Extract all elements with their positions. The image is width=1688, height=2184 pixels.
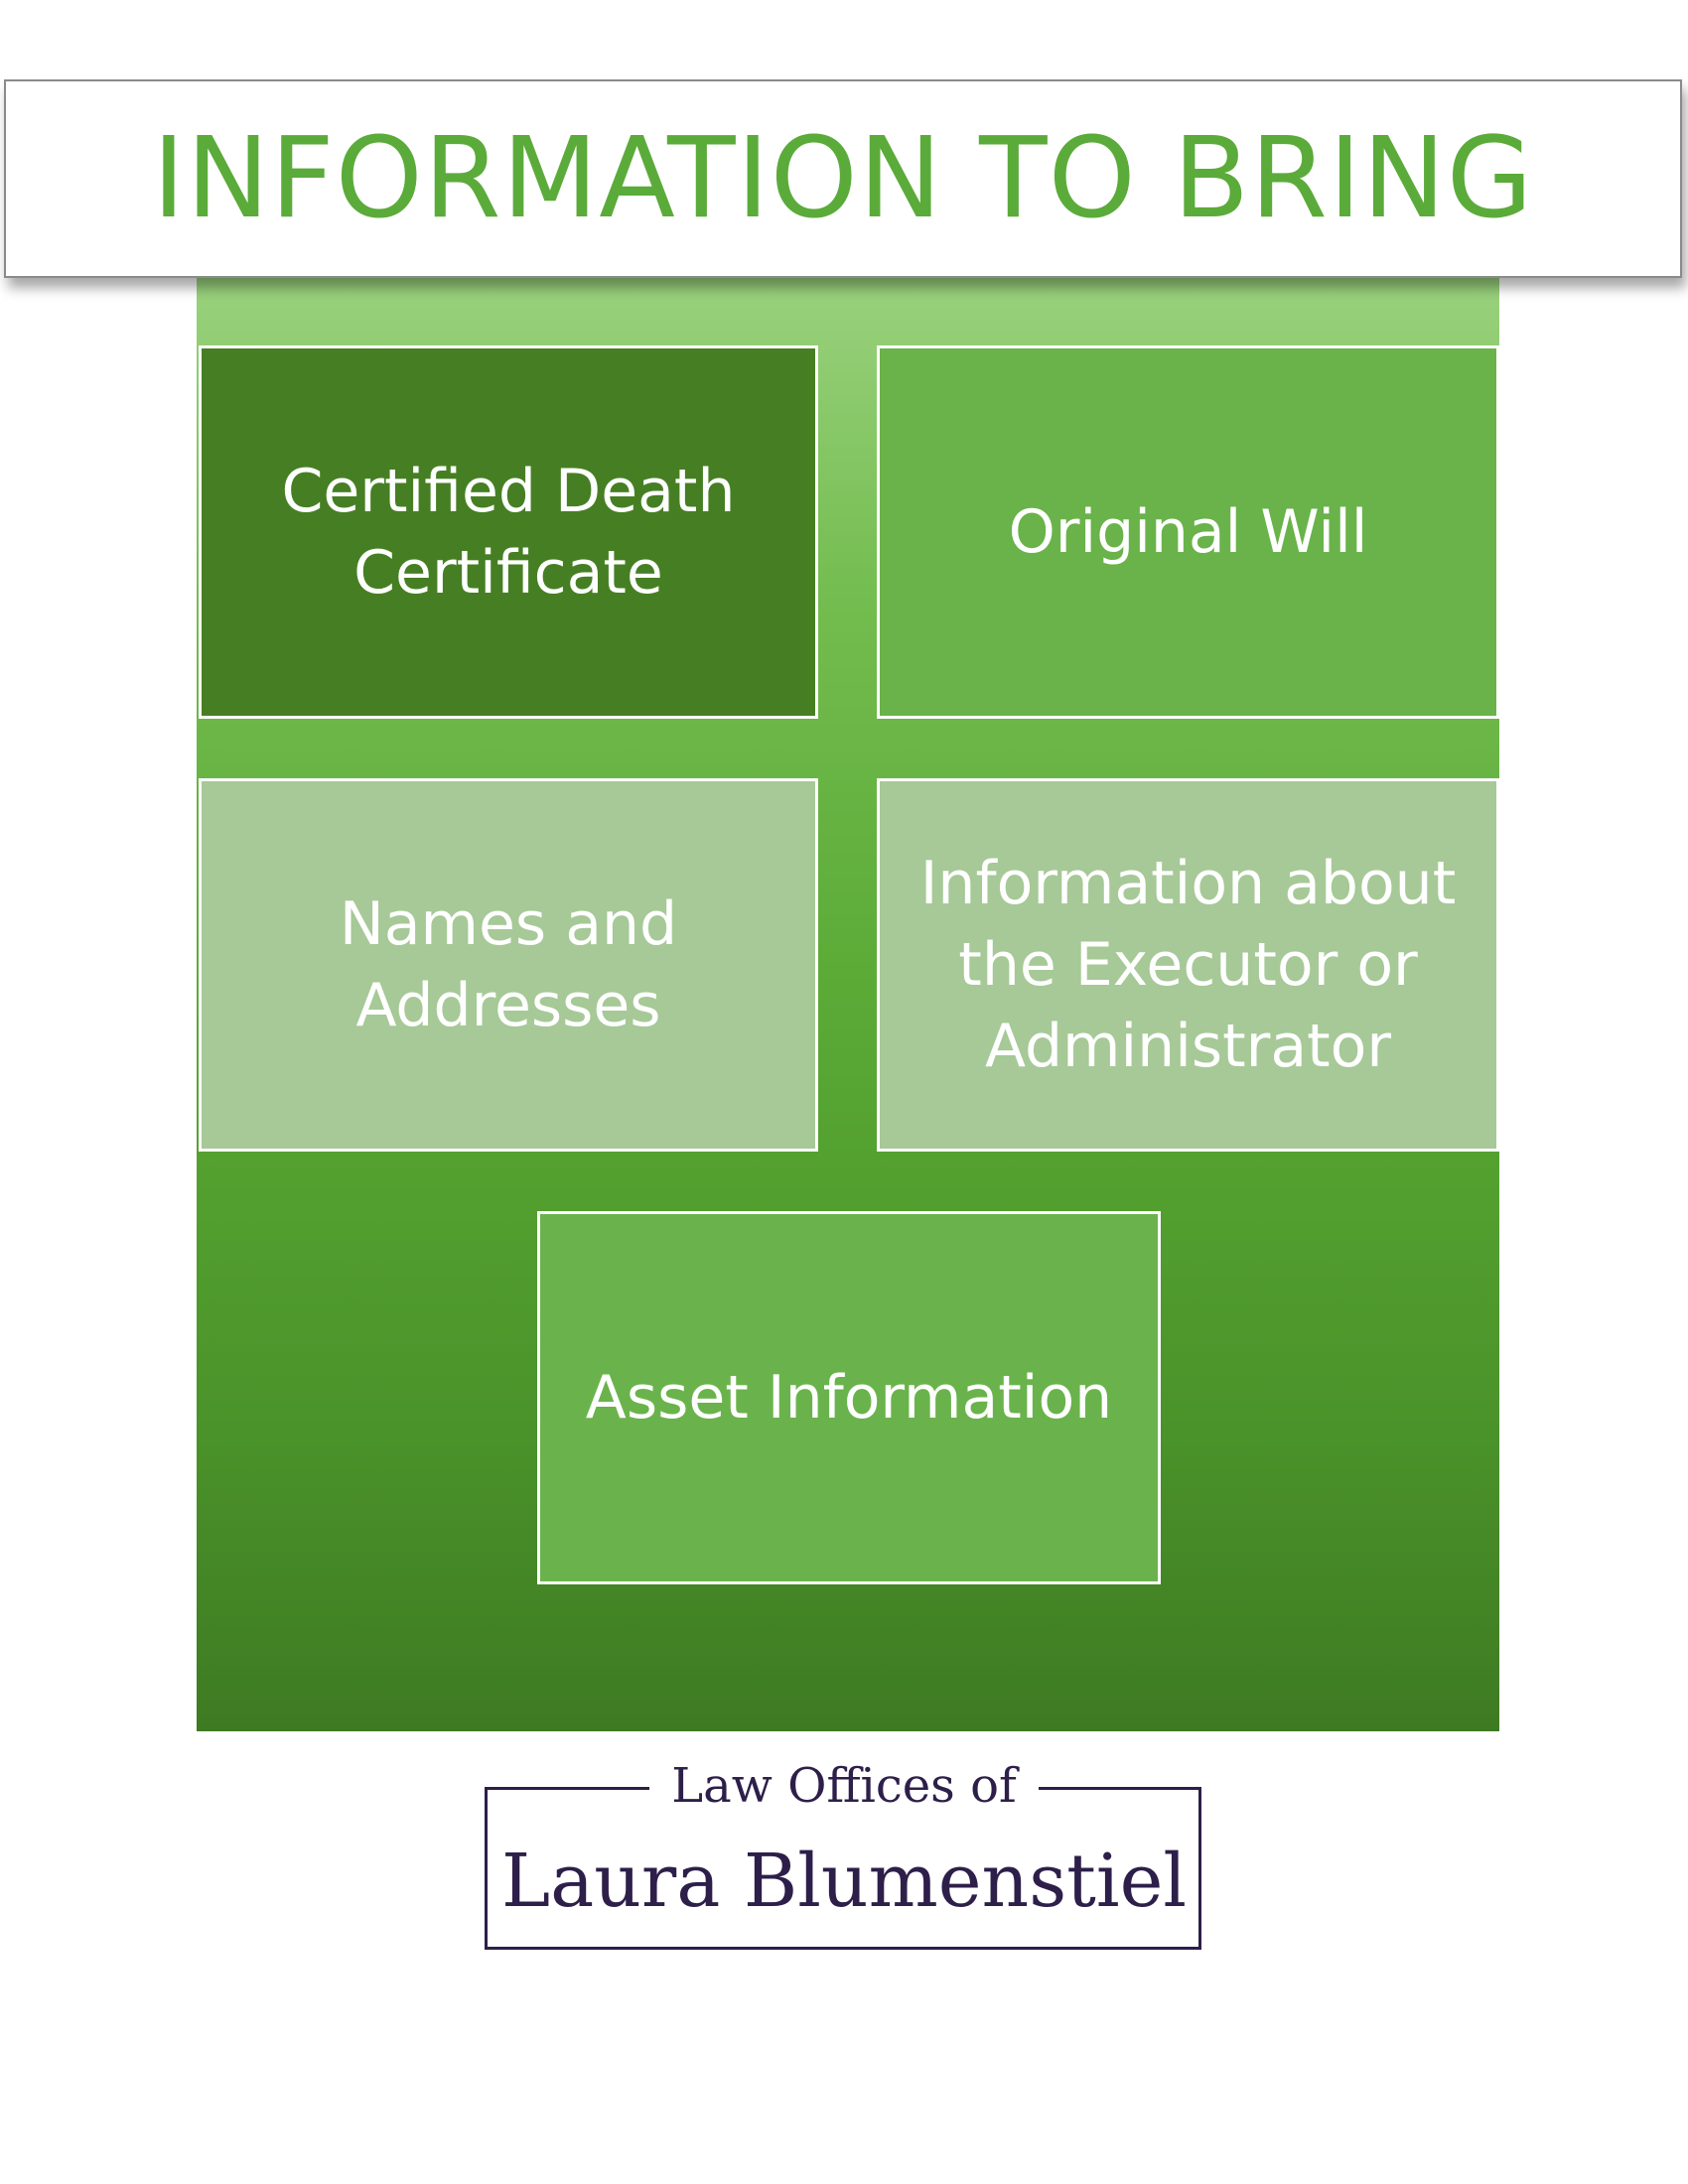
box-names-and-addresses: Names and Addresses <box>199 778 818 1152</box>
box-executor-information: Information about the Executor or Admini… <box>877 778 1499 1152</box>
logo-name: Laura Blumenstiel <box>500 1839 1188 1924</box>
box-label: Certified Death Certificate <box>281 457 736 608</box>
logo-top-line: Law Offices of <box>483 1757 1205 1815</box>
page-title: INFORMATION TO BRING <box>152 114 1534 243</box>
box-label: Information about the Executor or Admini… <box>919 849 1457 1081</box>
box-asset-information: Asset Information <box>537 1211 1161 1584</box>
box-label: Original Will <box>1008 497 1368 567</box>
box-original-will: Original Will <box>877 345 1499 719</box>
box-label: Names and Addresses <box>339 889 678 1040</box>
logo-top-text: Law Offices of <box>649 1757 1039 1815</box>
box-certified-death-certificate: Certified Death Certificate <box>199 345 818 719</box>
law-office-logo: Law Offices of Laura Blumenstiel <box>483 1757 1205 1952</box>
title-banner: INFORMATION TO BRING <box>4 79 1682 278</box>
box-label: Asset Information <box>585 1363 1113 1433</box>
